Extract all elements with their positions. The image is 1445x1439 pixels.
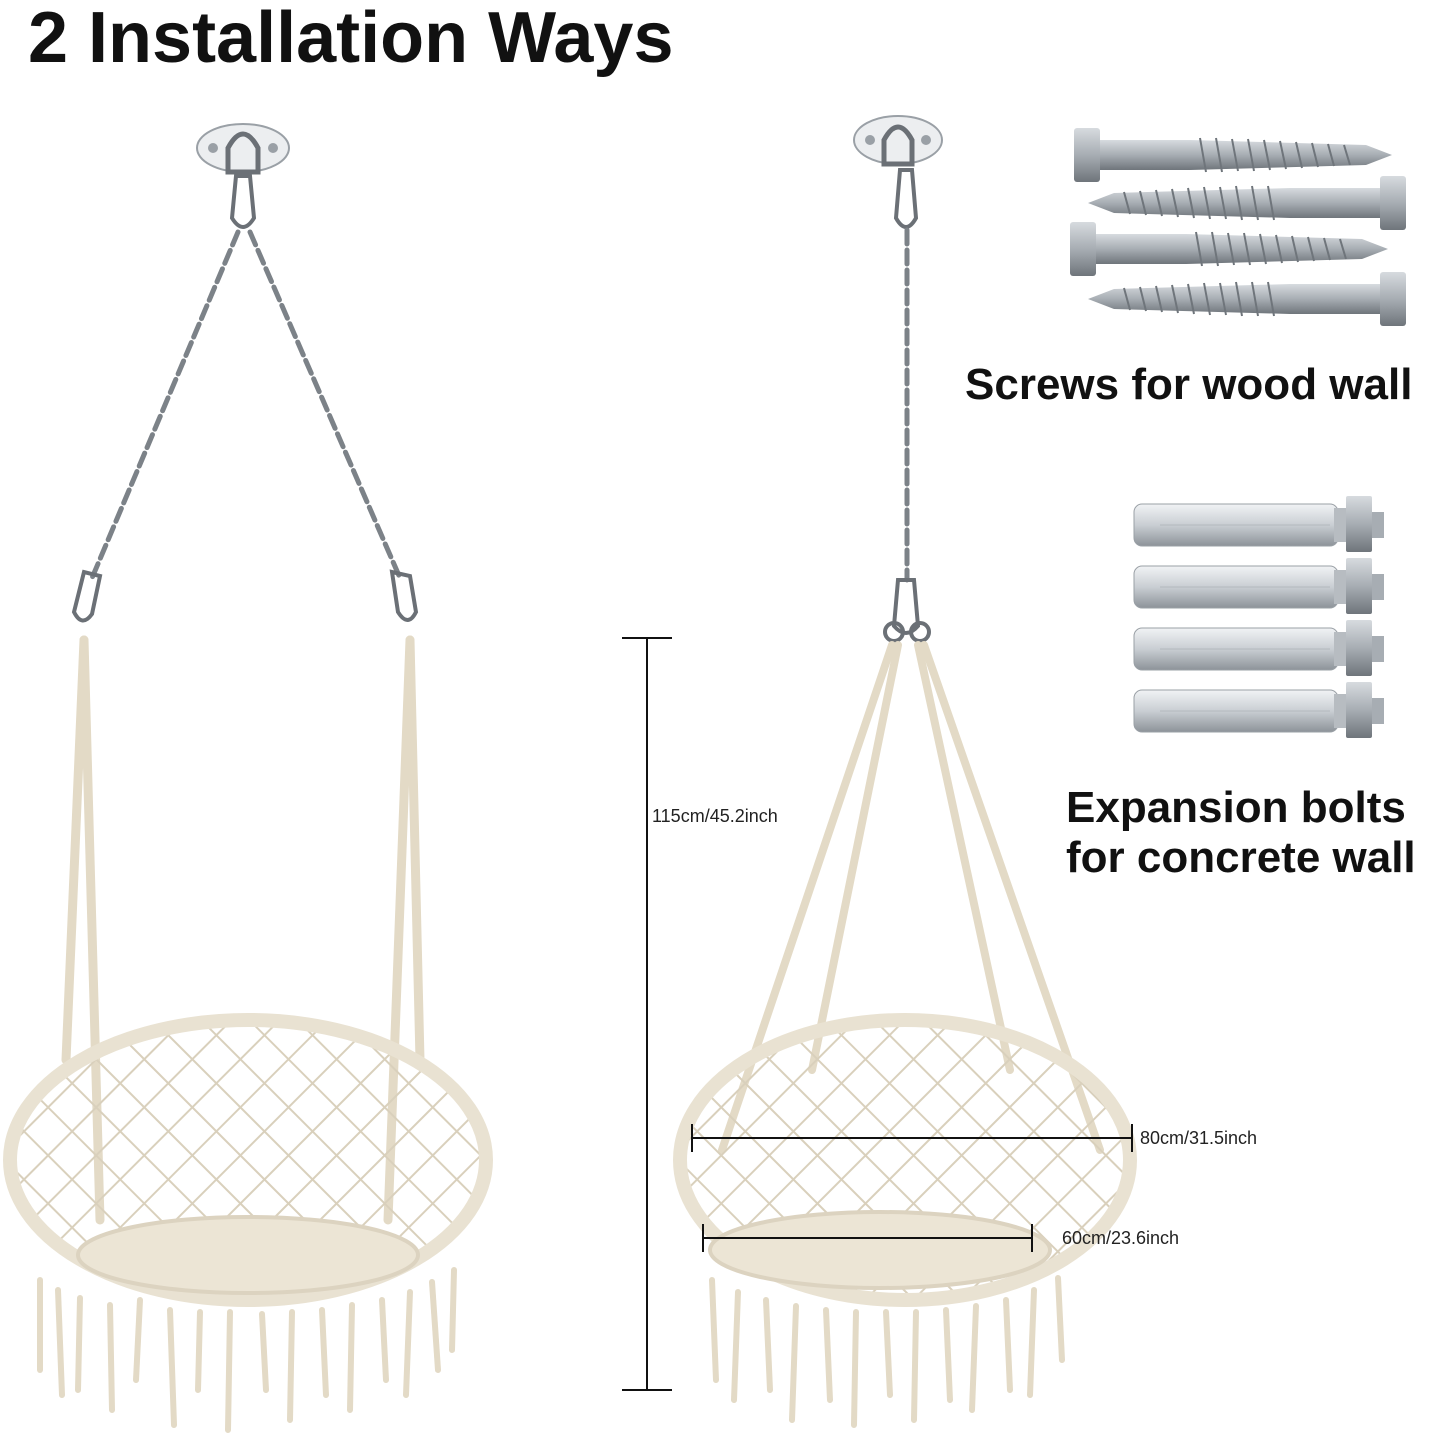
left-fringe [37, 1267, 457, 1433]
wood-screw-2 [1088, 176, 1406, 230]
height-dimension-label: 115cm/45.2inch [652, 806, 778, 826]
expansion-bolts [1133, 496, 1384, 738]
screws-label: Screws for wood wall [965, 360, 1413, 409]
height-dimension-line [622, 637, 672, 1391]
width-dimension-line [691, 1124, 1133, 1152]
right-chair-seat [673, 1013, 1137, 1307]
right-fringe [709, 1275, 1065, 1428]
left-ceiling-plate [196, 123, 290, 175]
left-carabiners-bottom [71, 569, 419, 623]
left-carabiner-top [229, 174, 257, 229]
seat-dimension-line [702, 1224, 1033, 1252]
bolts-label: Expansion bolts for concrete wall [1066, 783, 1416, 883]
right-carabiner-top [893, 168, 919, 229]
bolts-label-line2: for concrete wall [1066, 833, 1416, 882]
page-title: 2 Installation Ways [28, 0, 674, 78]
right-ceiling-plate [853, 115, 943, 167]
seat-dimension-label: 60cm/23.6inch [1062, 1228, 1180, 1248]
expansion-bolt-3 [1133, 620, 1384, 676]
expansion-bolt-1 [1133, 496, 1384, 552]
wood-screw-3 [1070, 222, 1388, 276]
bolts-label-line1: Expansion bolts [1066, 783, 1406, 832]
left-chair-seat [3, 1013, 493, 1307]
wood-screws [1070, 128, 1406, 326]
right-carabiner-bottom [883, 578, 931, 643]
width-dimension-label: 80cm/31.5inch [1140, 1128, 1258, 1148]
wood-screw-1 [1074, 128, 1392, 182]
expansion-bolt-2 [1133, 558, 1384, 614]
expansion-bolt-4 [1133, 682, 1384, 738]
left-chain [89, 229, 403, 581]
wood-screw-4 [1088, 272, 1406, 326]
